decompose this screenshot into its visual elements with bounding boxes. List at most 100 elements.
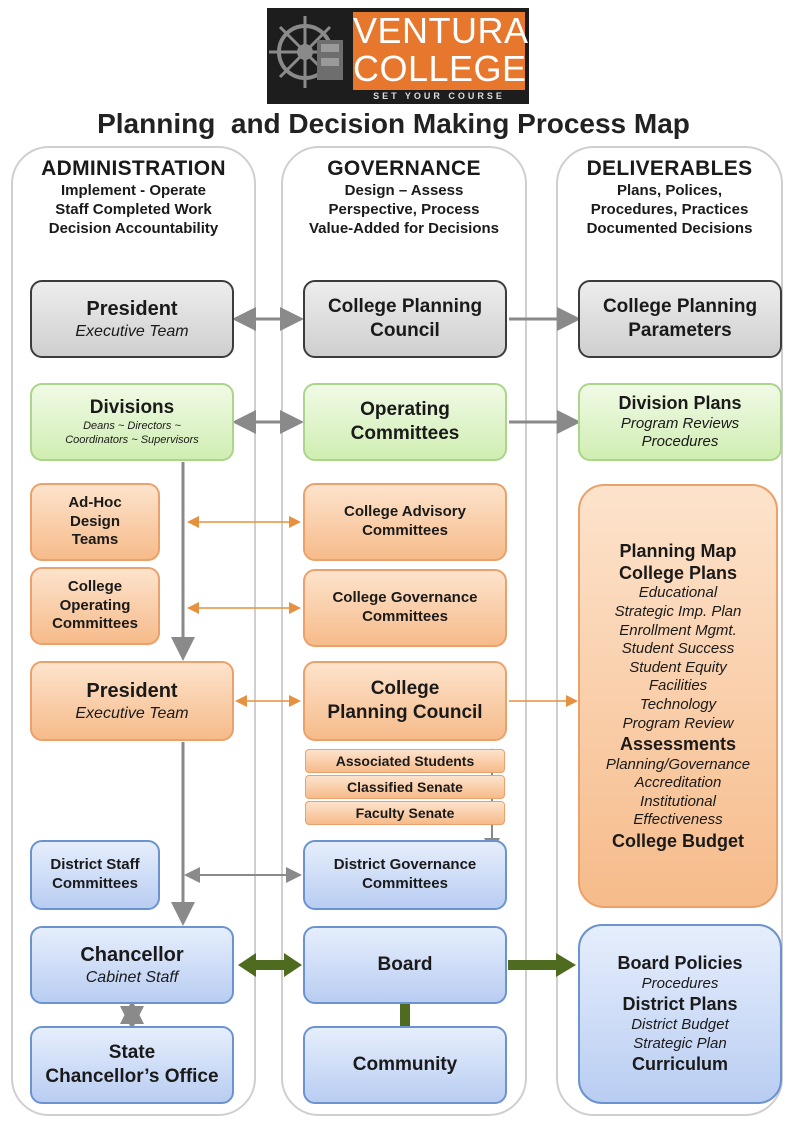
adhoc-line-2: Design (69, 512, 120, 530)
chancellor-box: Chancellor Cabinet Staff (30, 926, 234, 1004)
classified-senate-strip: Classified Senate (305, 775, 505, 799)
community-label: Community (352, 1054, 458, 1076)
college-operating-box: College Operating Committees (30, 567, 160, 645)
governance-sub-1: Design – Assess (344, 182, 464, 200)
plan-item: Student Success (621, 640, 735, 658)
board-label: Board (377, 954, 433, 976)
president-mid-subtitle: Executive Team (75, 704, 189, 722)
operating-committees-box: Operating Committees (303, 383, 507, 461)
district-staff-box: District Staff Committees (30, 840, 160, 910)
district-gov-line-2: Committees (362, 875, 448, 892)
college-governance-committees-box: College Governance Committees (303, 569, 507, 647)
operating-line-1: Operating (360, 399, 450, 421)
page-title: Planning and Decision Making Process Map (97, 108, 690, 139)
plan-item: Enrollment Mgmt. (619, 621, 737, 639)
district-staff-line-1: District Staff (50, 856, 140, 874)
cpc-top-line-2: Council (370, 320, 440, 341)
planning-map-box: Planning Map College Plans Educational S… (578, 484, 778, 908)
adhoc-line-3: Teams (71, 531, 119, 549)
plan-item: Student Equity (629, 658, 727, 676)
advisory-line-2: Committees (362, 522, 448, 539)
board-policies-item: Procedures (641, 974, 719, 992)
cpc-top-line-1: College Planning (327, 296, 483, 318)
cpc-mid-line-1: College (370, 678, 440, 700)
adhoc-line-1: Ad-Hoc (68, 493, 122, 511)
advisory-line-1: College Advisory (344, 503, 466, 521)
board-policies-heading: Board Policies (617, 953, 743, 974)
college-operating-line-3: Committees (52, 615, 138, 633)
logo-wordmark: VENTURA COLLEGE (353, 10, 529, 90)
district-governance-box: District Governance Committees (303, 840, 507, 910)
administration-header: ADMINISTRATION Implement - Operate Staff… (13, 156, 254, 239)
college-planning-council-box-top: College Planning Council (303, 280, 507, 358)
deliverables-header: DELIVERABLES Plans, Polices, Procedures,… (558, 156, 781, 239)
administration-heading: ADMINISTRATION (41, 157, 226, 180)
assessment-item: Effectiveness (633, 811, 723, 829)
divisions-title: Divisions (89, 397, 175, 419)
parameters-line-1: College Planning (602, 296, 758, 318)
divisions-box: Divisions Deans ~ Directors ~ Coordinato… (30, 383, 234, 461)
associated-students-strip: Associated Students (305, 749, 505, 773)
district-plans-item: Strategic Plan (633, 1034, 727, 1052)
district-staff-line-2: Committees (52, 875, 138, 892)
gov-committees-line-1: College Governance (332, 589, 478, 607)
college-advisory-box: College Advisory Committees (303, 483, 507, 561)
division-plans-line-2: Procedures (641, 433, 719, 451)
division-plans-box: Division Plans Program Reviews Procedure… (578, 383, 782, 461)
plan-item: Technology (639, 696, 717, 713)
president-top-subtitle: Executive Team (75, 322, 189, 340)
administration-sub-2: Staff Completed Work (55, 201, 212, 218)
divisions-line-1: Deans ~ Directors ~ (83, 420, 181, 433)
college-operating-line-1: College (67, 577, 123, 595)
college-plans-heading: College Plans (618, 563, 738, 584)
governance-sub-2: Perspective, Process (328, 201, 480, 218)
arrow-board-policies (508, 953, 576, 977)
plan-item: Educational (638, 584, 718, 602)
state-line-2: Chancellor’s Office (45, 1066, 219, 1087)
college-budget-heading: College Budget (611, 830, 744, 851)
college-planning-council-box-mid: College Planning Council (303, 661, 507, 741)
college-operating-line-2: Operating (59, 596, 131, 614)
plan-item: Facilities (648, 677, 708, 695)
college-planning-parameters-box: College Planning Parameters (578, 280, 782, 358)
deliverables-heading: DELIVERABLES (586, 157, 753, 180)
deliverables-sub-1: Plans, Polices, (616, 182, 723, 200)
division-plans-title: Division Plans (618, 393, 742, 413)
governance-header: GOVERNANCE Design – Assess Perspective, … (283, 156, 525, 239)
plan-item: Strategic Imp. Plan (614, 603, 742, 621)
assessment-item: Institutional (640, 792, 716, 810)
division-plans-line-1: Program Reviews (620, 414, 740, 432)
divisions-line-2: Coordinators ~ Supervisors (65, 433, 199, 446)
arrow-chancellor-board (238, 953, 302, 977)
governance-sub-3: Value-Added for Decisions (308, 219, 500, 237)
assessment-item: Planning/Governance (605, 755, 751, 773)
state-chancellor-box: State Chancellor’s Office (30, 1026, 234, 1104)
governance-heading: GOVERNANCE (327, 157, 481, 180)
district-plans-item: District Budget (631, 1015, 729, 1033)
ventura-college-logo: VENTURA COLLEGE SET YOUR COURSE (267, 8, 529, 104)
president-box-top: President Executive Team (30, 280, 234, 358)
ship-wheel-logo-icon (269, 16, 343, 88)
logo-tagline: SET YOUR COURSE (373, 91, 505, 101)
district-plans-heading: District Plans (622, 994, 738, 1015)
board-policies-box: Board Policies Procedures District Plans… (578, 924, 782, 1104)
faculty-senate-strip: Faculty Senate (305, 801, 505, 825)
president-mid-title: President (86, 679, 178, 702)
cpc-mid-line-2: Planning Council (327, 702, 483, 723)
board-box: Board (303, 926, 507, 1004)
logo-line-1: VENTURA (353, 10, 529, 51)
deliverables-sub-3: Documented Decisions (586, 219, 753, 237)
assessment-item: Accreditation (634, 774, 722, 792)
planning-map-heading: Planning Map (619, 540, 737, 561)
assessments-heading: Assessments (619, 734, 737, 755)
president-box-mid: President Executive Team (30, 661, 234, 741)
operating-line-2: Committees (350, 423, 460, 444)
community-box: Community (303, 1026, 507, 1104)
president-top-title: President (86, 297, 178, 320)
plan-item: Program Review (622, 714, 734, 732)
deliverables-sub-2: Procedures, Practices (590, 201, 749, 218)
state-line-1: State (108, 1042, 156, 1064)
chancellor-subtitle: Cabinet Staff (85, 968, 179, 986)
adhoc-box: Ad-Hoc Design Teams (30, 483, 160, 561)
district-gov-line-1: District Governance (333, 856, 477, 874)
